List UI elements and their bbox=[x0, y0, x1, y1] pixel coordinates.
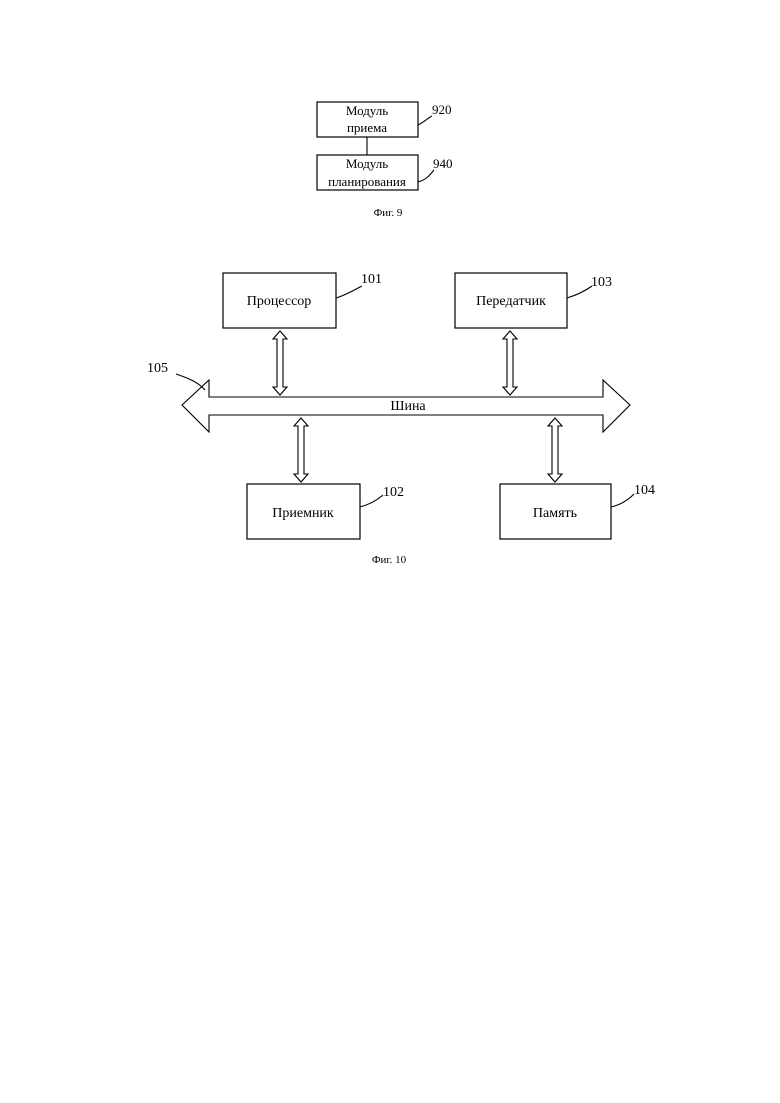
fig9-caption: Фиг. 9 bbox=[374, 207, 403, 219]
scheduling-module-ref: 940 bbox=[433, 156, 453, 171]
receiver-ref: 102 bbox=[383, 485, 404, 500]
transmitter-bus-arrow bbox=[503, 331, 517, 395]
fig10-caption: Фиг. 10 bbox=[372, 554, 407, 566]
processor-leader bbox=[336, 286, 362, 298]
memory-bus-arrow bbox=[548, 418, 562, 482]
scheduling-module-leader bbox=[418, 170, 434, 182]
receiver-leader bbox=[360, 495, 383, 507]
receiver-bus-arrow bbox=[294, 418, 308, 482]
receive-module-line1: Модуль bbox=[346, 103, 388, 118]
processor-bus-arrow bbox=[273, 331, 287, 395]
transmitter-leader bbox=[567, 286, 592, 298]
fig9-diagram: Модуль приема 920 Модуль планирования 94… bbox=[317, 102, 453, 219]
receive-module-leader bbox=[418, 116, 432, 125]
processor-label: Процессор bbox=[247, 294, 312, 309]
bus-label: Шина bbox=[390, 399, 426, 414]
bus-ref: 105 bbox=[147, 361, 168, 376]
receive-module-line2: приема bbox=[347, 120, 387, 135]
transmitter-label: Передатчик bbox=[476, 294, 546, 309]
fig10-diagram: Шина 105 Процессор 101 Передатчик 103 Пр… bbox=[147, 272, 655, 566]
memory-ref: 104 bbox=[634, 483, 655, 498]
memory-leader bbox=[611, 494, 634, 507]
transmitter-ref: 103 bbox=[591, 275, 612, 290]
scheduling-module-line1: Модуль bbox=[346, 156, 388, 171]
memory-label: Память bbox=[533, 506, 577, 521]
receive-module-ref: 920 bbox=[432, 102, 452, 117]
receiver-label: Приемник bbox=[272, 506, 334, 521]
processor-ref: 101 bbox=[361, 272, 382, 287]
scheduling-module-line2: планирования bbox=[328, 174, 406, 189]
